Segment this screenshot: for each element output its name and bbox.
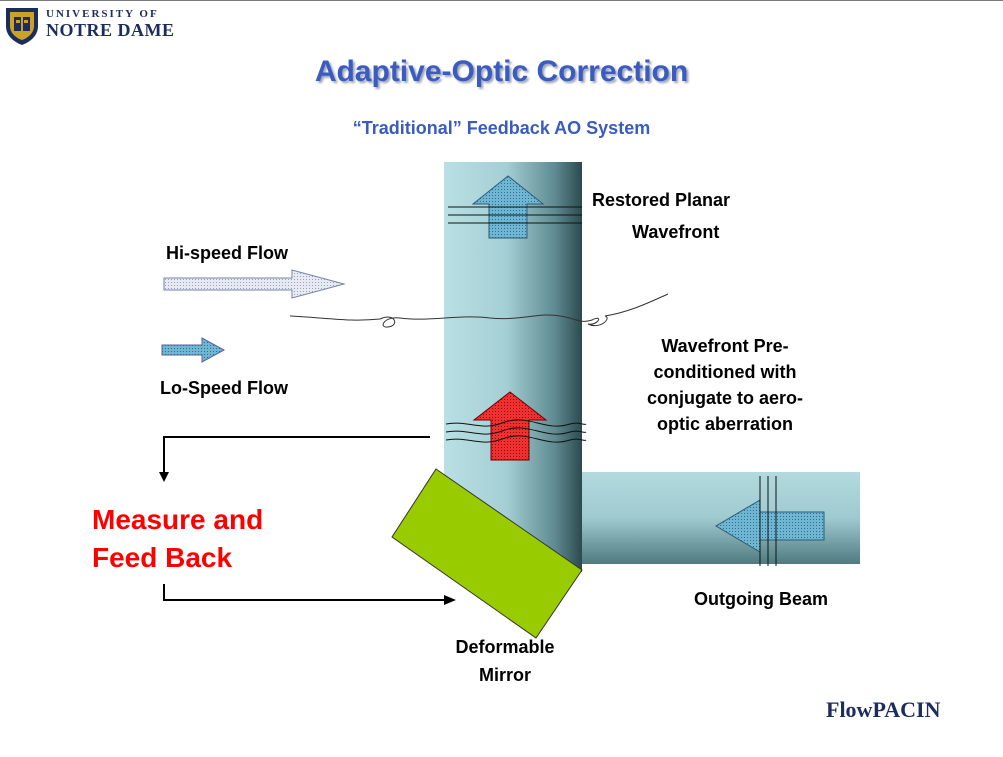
logo-line-1: UNIVERSITY OF: [46, 8, 159, 20]
outgoing-wavefront-lines: [759, 476, 777, 566]
flowpac-logo: FlowPACIN: [826, 697, 941, 722]
lo-speed-arrow-icon: [161, 337, 226, 363]
preconditioned-label-1: Wavefront Pre-: [661, 336, 789, 356]
preconditioned-label-3: conjugate to aero-: [646, 388, 803, 408]
deformable-mirror: [391, 468, 583, 639]
measure-feedback-label-2: Feed Back: [92, 542, 233, 573]
deformable-mirror-label-1: Deformable: [455, 637, 555, 657]
hi-speed-flow-label: Hi-speed Flow: [166, 243, 289, 263]
turbulence-line: [289, 314, 561, 328]
university-logo: UNIVERSITY OF NOTRE DAME: [4, 6, 224, 48]
preconditioned-label-2: conditioned with: [653, 362, 797, 382]
right-arrowhead-icon: [444, 595, 456, 605]
restored-wavefront-label-2: Wavefront: [632, 222, 720, 242]
lo-speed-flow-label: Lo-Speed Flow: [160, 378, 288, 398]
planar-wavefront-lines: [448, 206, 582, 224]
preconditioned-arrow-icon: [472, 391, 548, 461]
logo-line-2: NOTRE DAME: [46, 20, 175, 40]
deformable-mirror-label-2: Mirror: [478, 665, 531, 685]
turbulence-line-right: [559, 293, 669, 327]
down-arrowhead-icon: [159, 472, 169, 482]
notre-dame-shield-icon: [6, 8, 38, 45]
slide-subtitle: “Traditional” Feedback AO System: [352, 118, 651, 138]
slide-title: Adaptive-Optic Correction: [314, 55, 689, 88]
feedback-path: [159, 436, 456, 605]
measure-feedback-label-1: Measure and: [92, 504, 264, 535]
restored-wavefront-label-1: Restored Planar: [592, 190, 731, 210]
hi-speed-arrow-icon: [163, 269, 346, 299]
outgoing-beam-label: Outgoing Beam: [694, 589, 828, 609]
aberrated-wavefront-lines: [445, 419, 587, 443]
preconditioned-label-4: optic aberration: [656, 414, 794, 434]
top-rule: [0, 0, 1003, 1]
